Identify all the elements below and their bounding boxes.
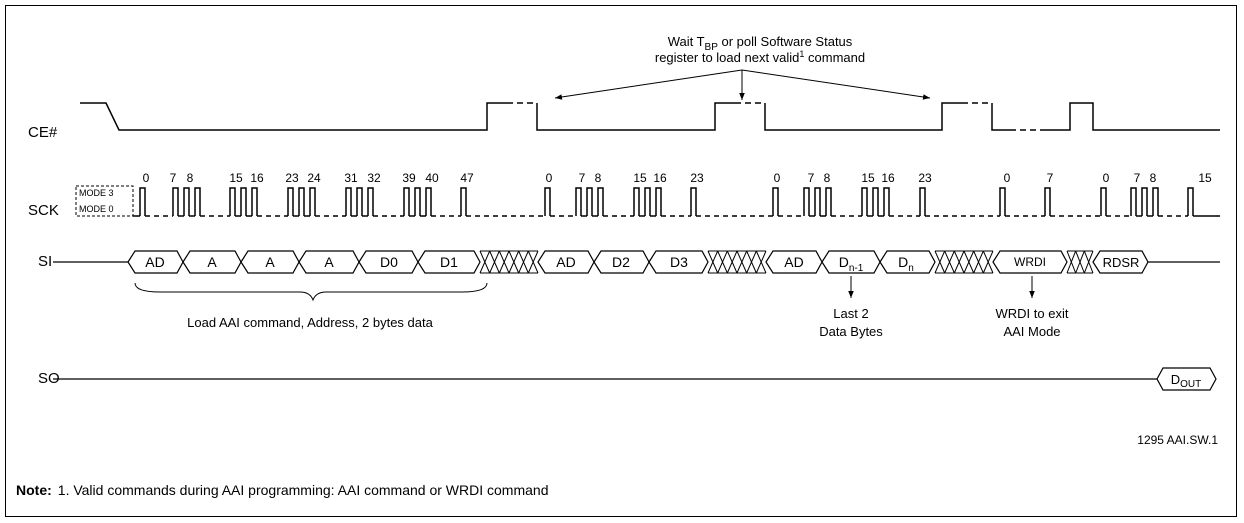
sck-clock-label: 23 <box>285 171 299 185</box>
si-byte: A <box>207 254 217 270</box>
sck-clock-label: 7 <box>1047 171 1054 185</box>
figure-id: 1295 AAI.SW.1 <box>1137 433 1218 447</box>
wrdi-exit-line1: WRDI to exit <box>996 306 1069 321</box>
last-bytes-line1: Last 2 <box>833 306 868 321</box>
sck-clock-label: 7 <box>170 171 177 185</box>
callout-line1: Wait TBP or poll Software Status <box>668 34 853 53</box>
diagram-frame <box>5 5 1237 517</box>
sck-clock-label: 40 <box>425 171 439 185</box>
sck-clock-label: 0 <box>1004 171 1011 185</box>
sck-clock-label: 39 <box>402 171 416 185</box>
sck-clock-label: 0 <box>1103 171 1110 185</box>
sck-clock-label: 31 <box>344 171 358 185</box>
sck-clock-label: 16 <box>881 171 895 185</box>
signal-label-si: SI <box>38 253 52 270</box>
si-byte-dn-1: Dn-1 <box>839 254 864 274</box>
sck-clock-label: 24 <box>307 171 321 185</box>
mode3-label: MODE 3 <box>79 188 114 198</box>
sck-clock-label: 47 <box>460 171 474 185</box>
si-byte: A <box>265 254 275 270</box>
wrdi-exit-line2: AAI Mode <box>1003 324 1060 339</box>
mode-indicator: MODE 3 MODE 0 <box>75 185 134 217</box>
sck-clock-label: 32 <box>367 171 381 185</box>
load-brace <box>134 282 488 302</box>
si-byte: D2 <box>612 254 630 270</box>
signal-label-so: SO <box>38 370 60 387</box>
si-byte: D1 <box>440 254 458 270</box>
sck-clock-label: 15 <box>861 171 875 185</box>
sck-clock-label: 7 <box>1134 171 1141 185</box>
sck-clock-label: 16 <box>653 171 667 185</box>
sck-clock-label: 0 <box>546 171 553 185</box>
sck-waveform <box>133 187 1220 217</box>
sck-clock-label: 15 <box>633 171 647 185</box>
sck-clock-label: 15 <box>229 171 243 185</box>
sck-clock-label: 8 <box>187 171 194 185</box>
so-byte-dout: DOUT <box>1171 372 1202 390</box>
signal-label-sck: SCK <box>28 202 59 219</box>
sck-clock-label: 23 <box>918 171 932 185</box>
si-byte: D3 <box>670 254 688 270</box>
si-byte: D0 <box>380 254 398 270</box>
signal-label-ce: CE# <box>28 124 58 141</box>
si-byte-labels: AD A A A D0 D1 AD D2 D3 AD Dn-1 Dn WRDI … <box>145 254 1139 274</box>
sck-clock-label: 16 <box>250 171 264 185</box>
sck-clock-label: 8 <box>595 171 602 185</box>
sck-clock-label: 15 <box>1198 171 1212 185</box>
si-byte: AD <box>556 254 575 270</box>
si-waveform <box>53 250 1220 274</box>
ce-waveform <box>80 102 1220 131</box>
si-byte-rdsr: RDSR <box>1103 255 1140 270</box>
si-byte: AD <box>784 254 803 270</box>
si-dont-care <box>479 250 1094 274</box>
callout-arrows <box>554 69 931 100</box>
sck-clock-label: 23 <box>690 171 704 185</box>
si-byte: A <box>324 254 334 270</box>
si-byte-wrdi: WRDI <box>1014 255 1046 269</box>
callout-line2: register to load next valid1 command <box>655 49 865 65</box>
sck-clock-label: 0 <box>143 171 150 185</box>
sck-clock-label: 7 <box>579 171 586 185</box>
load-annotation: Load AAI command, Address, 2 bytes data <box>187 315 433 330</box>
last-bytes-line2: Data Bytes <box>819 324 883 339</box>
si-byte: AD <box>145 254 164 270</box>
mode0-label: MODE 0 <box>79 204 114 214</box>
sck-clock-label: 0 <box>774 171 781 185</box>
si-byte-dn: Dn <box>898 254 914 274</box>
sck-clock-label: 7 <box>808 171 815 185</box>
so-waveform <box>53 367 1217 391</box>
sck-clock-label: 8 <box>824 171 831 185</box>
note: Note:1. Valid commands during AAI progra… <box>16 482 549 498</box>
sck-clock-label: 8 <box>1150 171 1157 185</box>
